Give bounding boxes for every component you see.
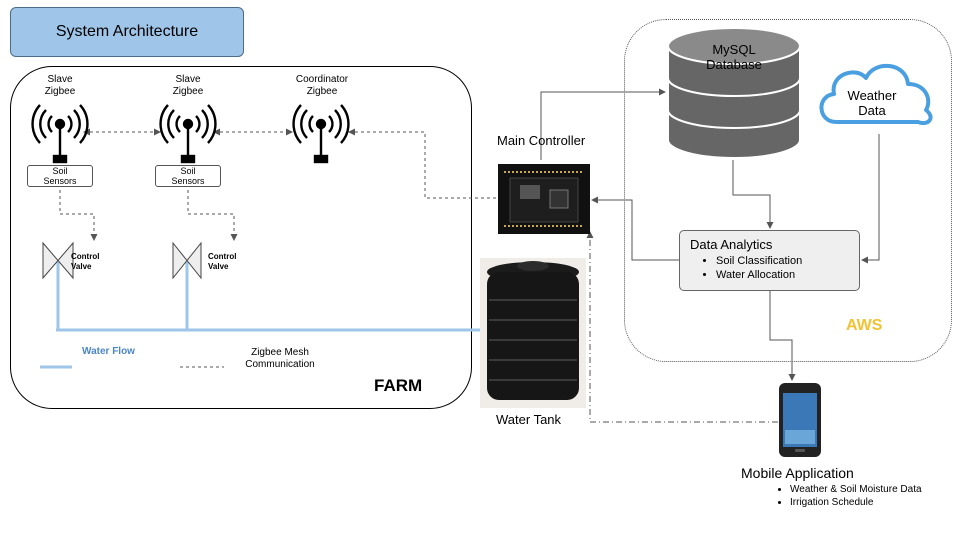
data-analytics-box: Data Analytics Soil Classification Water… xyxy=(679,230,860,291)
list-item: Soil Classification xyxy=(716,254,849,268)
zigbee-antenna-icon xyxy=(31,104,350,164)
water-flow-pipes xyxy=(56,262,480,332)
mobile-application-list: Weather & Soil Moisture Data Irrigation … xyxy=(764,483,922,509)
water-tank-label: Water Tank xyxy=(496,412,562,427)
main-controller-label: Main Controller xyxy=(497,133,586,148)
soil-sensors-2: Soil Sensors xyxy=(155,165,221,187)
list-item: Weather & Soil Moisture Data xyxy=(790,483,922,496)
database-label: MySQL Database xyxy=(706,42,762,72)
aws-container xyxy=(624,19,952,362)
mobile-application-title: Mobile Application xyxy=(741,465,854,481)
control-valve-1-label: Control Valve xyxy=(71,252,100,271)
database-icon xyxy=(667,27,801,159)
coordinator-zigbee-label: Coordinator Zigbee xyxy=(295,74,349,97)
legend-mesh-label: Zigbee Mesh Communication xyxy=(245,347,315,370)
mobile-to-controller-link xyxy=(586,231,778,423)
data-arrows xyxy=(540,88,880,381)
farm-container xyxy=(10,66,472,409)
weather-data-label: Weather Data xyxy=(847,88,897,118)
data-analytics-title: Data Analytics xyxy=(690,237,773,252)
phone-icon xyxy=(779,383,821,457)
legend-water-flow-label: Water Flow xyxy=(82,346,135,357)
slave-zigbee-1-label: Slave Zigbee xyxy=(44,74,76,97)
aws-label: AWS xyxy=(846,317,883,334)
list-item: Irrigation Schedule xyxy=(790,496,922,509)
mesh-links xyxy=(59,128,498,368)
farm-label: FARM xyxy=(374,376,423,395)
slave-zigbee-2-label: Slave Zigbee xyxy=(172,74,204,97)
control-valve-2-label: Control Valve xyxy=(208,252,237,271)
soil-sensors-1: Soil Sensors xyxy=(27,165,93,187)
cloud-icon xyxy=(819,63,933,125)
list-item: Water Allocation xyxy=(716,268,849,282)
diagram-title: System Architecture xyxy=(10,7,244,57)
controller-board-icon xyxy=(498,164,590,234)
valve-icon xyxy=(42,241,202,280)
water-tank-icon xyxy=(480,258,586,408)
data-analytics-list: Soil Classification Water Allocation xyxy=(690,254,849,282)
